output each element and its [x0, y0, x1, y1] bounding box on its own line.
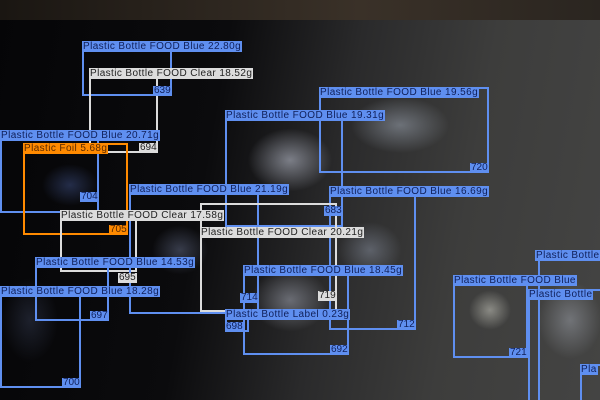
detection-id-tag: 698 [225, 321, 244, 332]
detection-id-tag: 714 [240, 292, 259, 303]
detection-label: Plastic Bottle FOOD Blue 18.45g [243, 265, 404, 276]
detection-id-tag: 692 [330, 344, 349, 355]
detection-label: Plastic Bottle FOOD Clear 20.21g [200, 227, 365, 238]
detection-box [0, 286, 81, 388]
detection-label: Plastic Bottle FOOD Blue 14.53g [35, 257, 196, 268]
detection-label: Plastic Bottle FOOD Blue 16.69g [329, 186, 490, 197]
detection-id-tag: 700 [62, 377, 81, 388]
detection-id-tag: 705 [109, 224, 128, 235]
detection-box [453, 275, 528, 358]
detection-id-tag: 694 [139, 142, 158, 153]
detection-label: Plastic Foil 5.68g [23, 143, 109, 154]
detection-id-tag: 683 [324, 205, 343, 216]
detection-box [319, 87, 489, 173]
detection-id-tag: 719 [318, 290, 337, 301]
detection-label: Plastic Bottle FOOD Blue 19.56g [319, 87, 480, 98]
detection-label: Plastic Bottle FOOD Blue 18.28g [0, 286, 161, 297]
detection-label: Plastic Bottle FOOD Blue 20.71g [0, 130, 161, 141]
detection-label: Plastic Bottle [535, 250, 600, 261]
detection-id-tag: 639 [153, 85, 172, 96]
detection-label: Plastic Bottle FOOD Blue 19.31g [225, 110, 386, 121]
detection-label: Pla [580, 364, 598, 375]
detection-id-tag: 695 [118, 272, 137, 283]
detection-label: Plastic Bottle FOOD Blue 22.80g [82, 41, 243, 52]
detection-label: Plastic Bottle Label 0.23g [225, 309, 351, 320]
detection-label: Plastic Bottle [528, 289, 594, 300]
detection-id-tag: 720 [470, 162, 489, 173]
detection-label: Plastic Bottle FOOD Blue 21.19g [129, 184, 290, 195]
detection-id-tag: 704 [80, 191, 99, 202]
detection-id-tag: 721 [509, 347, 528, 358]
detection-label: Plastic Bottle FOOD Blue [453, 275, 577, 286]
detection-label: Plastic Bottle FOOD Clear 18.52g [89, 68, 254, 79]
detection-label: Plastic Bottle FOOD Clear 17.58g [60, 210, 225, 221]
detection-id-tag: 712 [397, 319, 416, 330]
conveyor-edge [0, 0, 600, 20]
detection-id-tag: 697 [90, 310, 109, 321]
